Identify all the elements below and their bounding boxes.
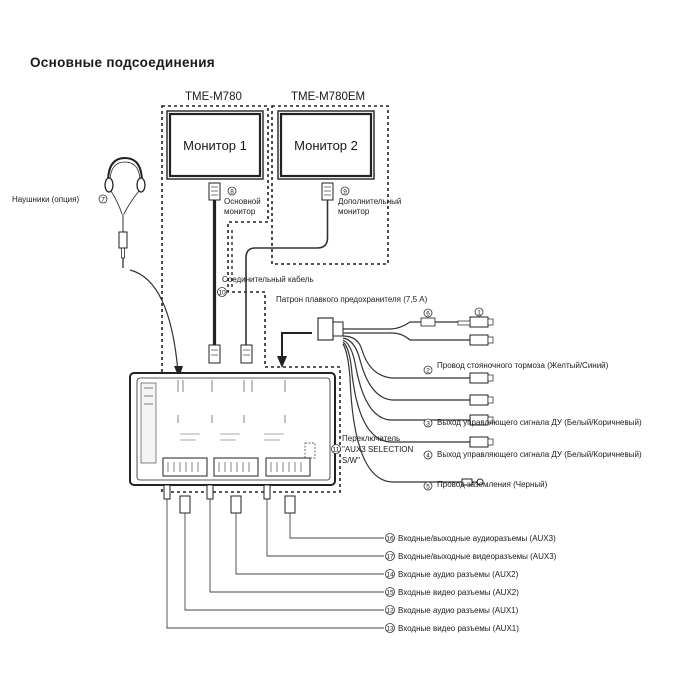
right-callout-3: 3 Выход управляющего сигнала ДУ (Белый/К… <box>423 418 642 428</box>
diagram-title: Основные подсоединения <box>30 55 215 70</box>
interface-box <box>129 372 336 486</box>
svg-text:2: 2 <box>426 367 430 374</box>
svg-text:Провод стояночного тормоза (Же: Провод стояночного тормоза (Желтый/Синий… <box>437 361 609 370</box>
svg-text:Входные видео разъемы (AUX1): Входные видео разъемы (AUX1) <box>398 624 519 633</box>
svg-text:Входные аудио разъемы (AUX1): Входные аудио разъемы (AUX1) <box>398 606 519 615</box>
svg-text:12: 12 <box>386 607 394 614</box>
fuse-arrowhead <box>277 356 287 368</box>
svg-text:Провод заземления (Черный): Провод заземления (Черный) <box>437 480 548 489</box>
right-connector-caps <box>457 318 494 446</box>
monitor-1: Монитор 1 <box>166 110 264 180</box>
fuse-callout: 6 <box>423 308 433 318</box>
svg-text:13: 13 <box>386 625 394 632</box>
svg-text:5: 5 <box>426 483 430 490</box>
fuse-arrow <box>281 332 312 360</box>
extra-monitor-cable <box>245 200 329 345</box>
headphones-callout: Наушники (опция) 7 <box>12 194 108 204</box>
fuse-holder-icon <box>317 317 344 341</box>
svg-text:4: 4 <box>426 452 430 459</box>
svg-text:Переключатель: Переключатель <box>342 434 400 443</box>
main-monitor-callout: 8 Основной монитор <box>224 186 261 216</box>
svg-text:монитор: монитор <box>224 207 256 216</box>
svg-text:Соединительный кабель: Соединительный кабель <box>222 275 314 284</box>
svg-text:9: 9 <box>343 188 347 195</box>
bottom-plugs <box>163 484 296 514</box>
svg-text:11: 11 <box>333 446 340 453</box>
svg-text:Основной: Основной <box>224 197 261 206</box>
main-cable-plug-icon <box>208 344 221 364</box>
model-label-2: TME-M780EM <box>291 91 365 103</box>
bottom-callout-14: 14 Входные аудио разъемы (AUX2) <box>385 569 519 579</box>
svg-text:Входные видео разъемы (AUX2): Входные видео разъемы (AUX2) <box>398 588 519 597</box>
harness-wires <box>342 321 470 483</box>
headphones-icon <box>104 156 146 268</box>
svg-text:Наушники (опция): Наушники (опция) <box>12 195 79 204</box>
bottom-callout-16: 16 Входные/выходные аудиоразъемы (AUX3) <box>385 533 556 543</box>
svg-text:15: 15 <box>386 589 394 596</box>
right-callout-4: 4 Выход управляющего сигнала ДУ (Белый/К… <box>423 450 642 460</box>
monitor-2: Монитор 2 <box>277 110 375 180</box>
bottom-leader-lines <box>166 499 384 629</box>
ground-terminal-icon <box>472 478 484 486</box>
switch-callout: 11 Переключатель "AUX3 SELECTION S/W" <box>331 434 414 465</box>
svg-text:17: 17 <box>386 553 394 560</box>
model-label-1: TME-M780 <box>185 91 242 103</box>
headphones-arrow <box>129 269 179 373</box>
cable-callout: Соединительный кабель 10 <box>217 275 314 297</box>
bottom-callout-15: 15 Входные видео разъемы (AUX2) <box>385 587 519 597</box>
monitor1-plug-icon <box>208 182 221 201</box>
monitor-2-label: Монитор 2 <box>294 138 358 153</box>
monitor-1-label: Монитор 1 <box>183 138 247 153</box>
bottom-callout-17: 17 Входные/выходные видеоразъемы (AUX3) <box>385 551 557 561</box>
monitor1-dashed-boundary <box>161 105 341 493</box>
bottom-callout-12: 12 Входные аудио разъемы (AUX1) <box>385 605 519 615</box>
svg-text:6: 6 <box>426 310 430 317</box>
svg-text:16: 16 <box>386 535 394 542</box>
right-callout-1: 1 <box>474 307 484 317</box>
svg-text:"AUX3 SELECTION: "AUX3 SELECTION <box>342 445 414 454</box>
svg-text:14: 14 <box>386 571 394 578</box>
right-callout-5: 5 Провод заземления (Черный) <box>423 480 548 491</box>
svg-text:10: 10 <box>218 289 226 296</box>
svg-text:монитор: монитор <box>338 207 370 216</box>
svg-text:1: 1 <box>477 309 481 316</box>
monitor2-plug-icon <box>321 182 334 201</box>
right-callout-2: 2 Провод стояночного тормоза (Желтый/Син… <box>423 361 609 375</box>
svg-text:Входные/выходные видеоразъемы: Входные/выходные видеоразъемы (AUX3) <box>398 552 557 561</box>
extra-cable-plug-icon <box>240 344 253 364</box>
fuse-label: Патрон плавкого предохранителя (7,5 А) <box>276 295 428 304</box>
svg-text:S/W": S/W" <box>342 456 360 465</box>
svg-text:Входные/выходные аудиоразъемы: Входные/выходные аудиоразъемы (AUX3) <box>398 534 556 543</box>
svg-text:Выход управляющего сигнала ДУ: Выход управляющего сигнала ДУ (Белый/Кор… <box>437 418 642 427</box>
svg-text:3: 3 <box>426 420 430 427</box>
svg-text:8: 8 <box>230 188 234 195</box>
right-connectors <box>461 316 489 486</box>
svg-text:Входные аудио разъемы (AUX2): Входные аудио разъемы (AUX2) <box>398 570 519 579</box>
svg-text:Выход управляющего сигнала ДУ: Выход управляющего сигнала ДУ (Белый/Кор… <box>437 450 642 459</box>
inline-fuse-icon <box>420 317 436 327</box>
svg-text:7: 7 <box>101 196 105 203</box>
svg-text:Дополнительный: Дополнительный <box>338 197 401 206</box>
bottom-callout-13: 13 Входные видео разъемы (AUX1) <box>385 623 519 633</box>
extra-monitor-callout: 9 Дополнительный монитор <box>338 186 401 216</box>
